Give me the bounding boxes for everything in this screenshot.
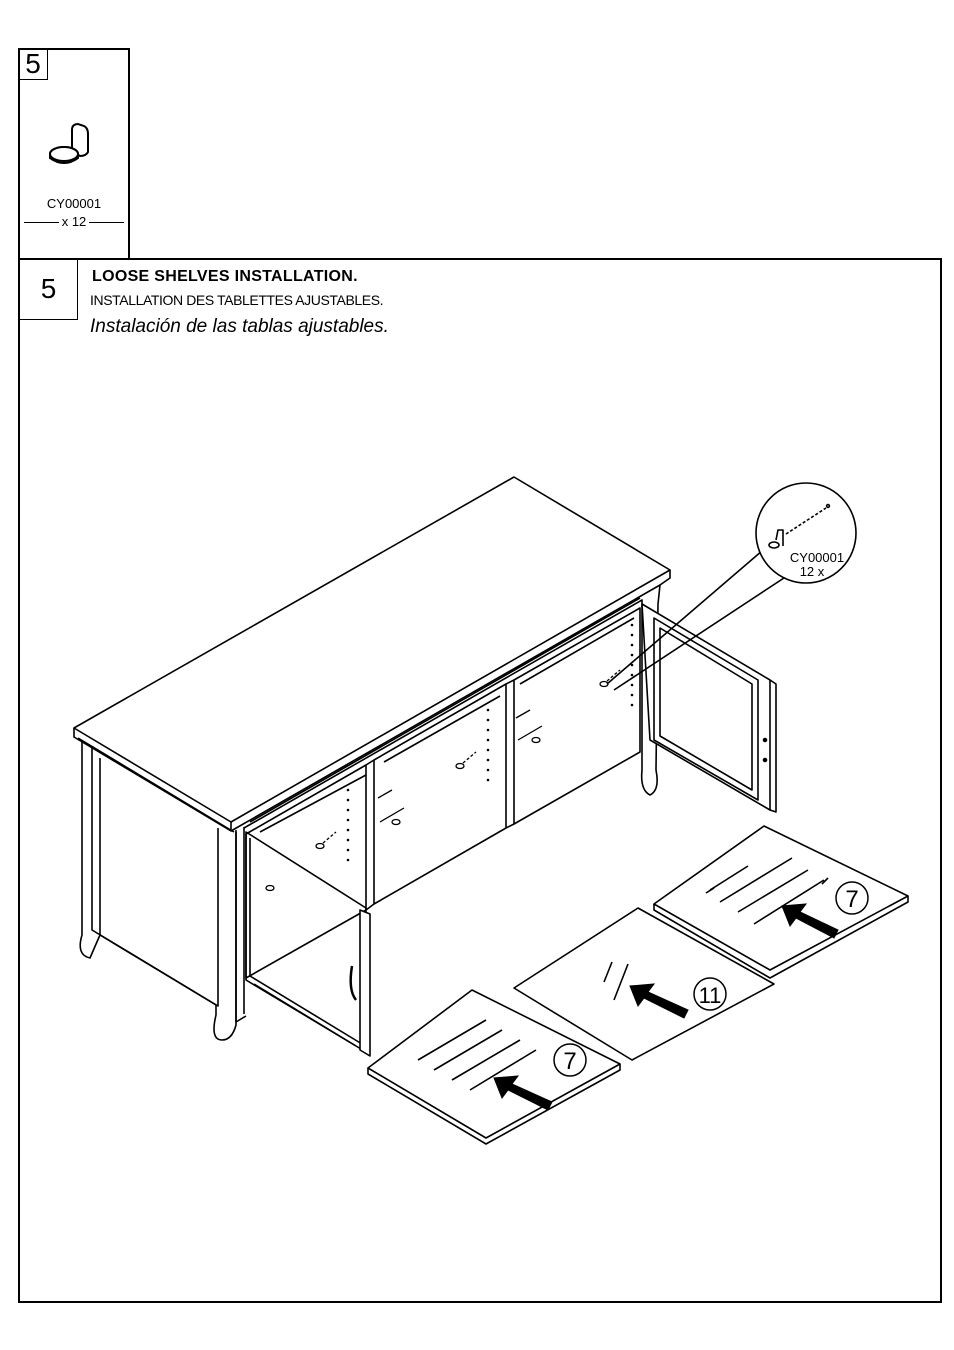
callout-part-code: CY00001 [790, 550, 844, 565]
callout-quantity: 12 x [800, 564, 825, 579]
left-door [246, 832, 370, 1056]
right-door [642, 604, 776, 812]
label-left-shelf: 7 [563, 1048, 576, 1075]
label-right-shelf: 7 [845, 886, 858, 913]
label-glass-shelf: 11 [699, 983, 722, 1008]
cabinet-top [74, 477, 670, 832]
